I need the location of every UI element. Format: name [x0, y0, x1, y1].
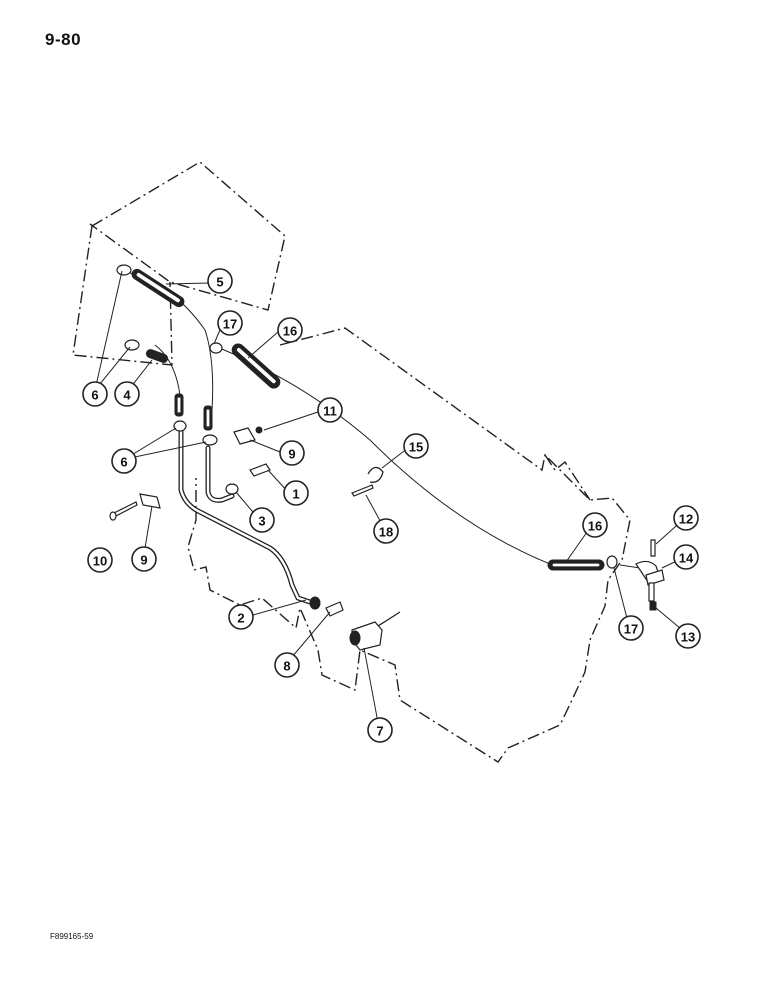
- callout-8: 8: [274, 652, 300, 678]
- page-number: 9-80: [45, 30, 82, 49]
- hoses: [131, 268, 605, 571]
- callout-6: 6: [111, 448, 137, 474]
- svg-text:8: 8: [283, 659, 290, 674]
- callout-11: 11: [317, 397, 343, 423]
- callout-15: 15: [403, 433, 429, 459]
- callout-18: 18: [373, 518, 399, 544]
- callout-13: 13: [675, 623, 701, 649]
- callout-12: 12: [673, 505, 699, 531]
- reservoir-outline: [72, 161, 286, 366]
- svg-text:4: 4: [123, 388, 131, 403]
- svg-text:7: 7: [376, 724, 383, 739]
- svg-text:9: 9: [288, 447, 295, 462]
- svg-text:12: 12: [679, 512, 693, 527]
- callout-16: 16: [277, 317, 303, 343]
- svg-text:2: 2: [237, 611, 244, 626]
- engine-outline: [187, 327, 631, 763]
- svg-text:16: 16: [588, 519, 602, 534]
- callout-17: 17: [217, 310, 243, 336]
- callout-7: 7: [367, 717, 393, 743]
- svg-text:3: 3: [258, 514, 265, 529]
- figure-code: F899165-59: [50, 932, 94, 941]
- svg-text:11: 11: [323, 404, 337, 419]
- callout-6: 6: [82, 381, 108, 407]
- callout-9: 9: [279, 440, 305, 466]
- svg-text:17: 17: [223, 317, 237, 332]
- callout-3: 3: [249, 507, 275, 533]
- svg-text:6: 6: [120, 455, 127, 470]
- svg-text:9: 9: [140, 553, 147, 568]
- callout-10: 10: [87, 547, 113, 573]
- svg-text:5: 5: [216, 275, 223, 290]
- callouts: 5 6 4 17 16 11 9 6 1 3 10 9 15 18 2 8 7 …: [82, 268, 701, 743]
- fittings: [109, 264, 665, 651]
- svg-text:18: 18: [379, 525, 393, 540]
- callout-4: 4: [114, 381, 140, 407]
- callout-14: 14: [673, 544, 699, 570]
- svg-text:1: 1: [292, 487, 299, 502]
- steel-tube: [178, 429, 313, 605]
- callout-17: 17: [618, 615, 644, 641]
- svg-text:6: 6: [91, 388, 98, 403]
- svg-text:17: 17: [624, 622, 638, 637]
- callout-2: 2: [228, 604, 254, 630]
- callout-16: 16: [582, 512, 608, 538]
- svg-text:16: 16: [283, 324, 297, 339]
- svg-text:15: 15: [409, 440, 423, 455]
- callout-5: 5: [207, 268, 233, 294]
- svg-text:14: 14: [679, 551, 694, 566]
- callout-1: 1: [283, 480, 309, 506]
- svg-text:10: 10: [93, 554, 107, 569]
- callout-9: 9: [131, 546, 157, 572]
- svg-text:13: 13: [681, 630, 695, 645]
